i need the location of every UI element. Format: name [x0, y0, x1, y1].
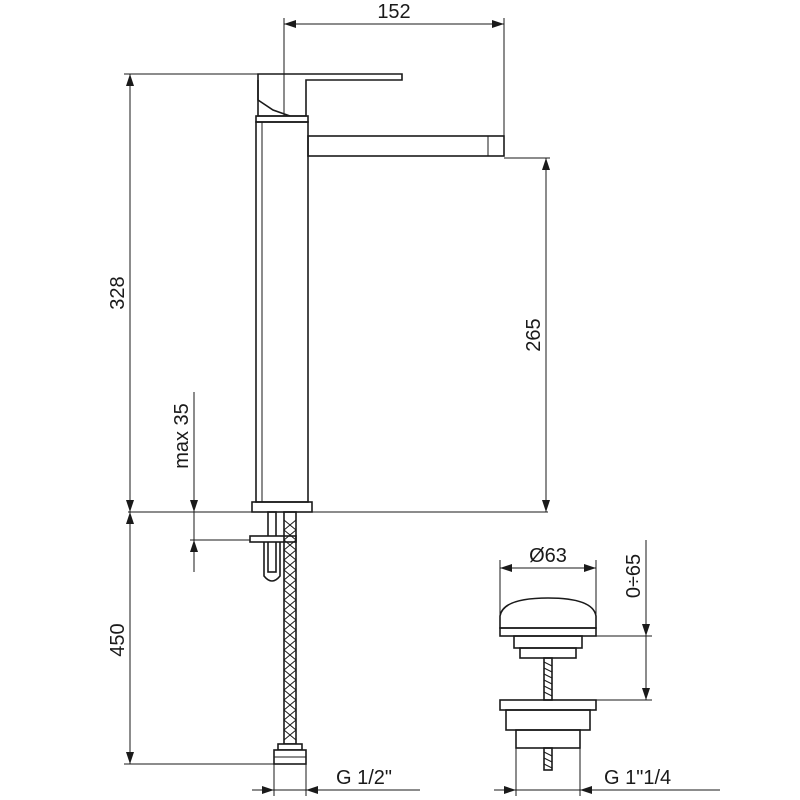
- dim-max-deck-label: max 35: [171, 403, 193, 469]
- dim-max-deck: max 35: [171, 392, 250, 572]
- dim-inlet-thread-label: G 1/2": [336, 767, 392, 789]
- dim-inlet-thread: G 1/2": [252, 764, 420, 796]
- waste-assembly: [499, 597, 597, 771]
- dim-total-height: 328: [107, 73, 258, 512]
- dim-waste-range-label: 0÷65: [623, 554, 645, 598]
- dim-spout-reach: 152: [283, 1, 505, 136]
- dim-waste-thread-label: G 1"1/4: [604, 767, 671, 789]
- dim-spout-reach-label: 152: [377, 1, 410, 23]
- dim-waste-range: 0÷65: [596, 540, 652, 701]
- dim-total-height-label: 328: [107, 276, 129, 309]
- dim-hose-length-label: 450: [107, 623, 129, 656]
- dim-waste-diameter-label: Ø63: [529, 545, 567, 567]
- dim-hose-length: 450: [107, 512, 274, 765]
- faucet-body: [251, 73, 505, 513]
- dim-spout-height: 265: [504, 157, 550, 512]
- dim-waste-thread: G 1"1/4: [494, 748, 720, 796]
- dim-spout-height-label: 265: [523, 318, 545, 351]
- dim-waste-diameter: Ø63: [499, 545, 597, 616]
- mounting-assembly: [249, 511, 307, 765]
